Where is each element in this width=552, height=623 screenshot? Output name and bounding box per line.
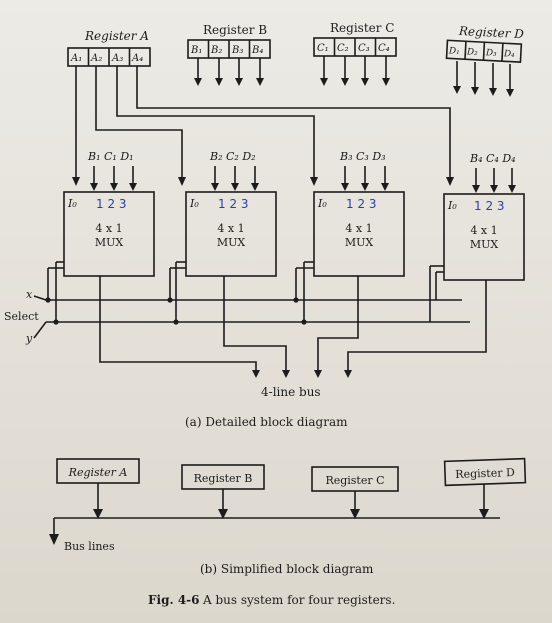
mux-4-name: MUX <box>470 238 499 251</box>
select-x-label: x <box>26 288 33 301</box>
register-c-cell-3: C₃ <box>358 43 370 54</box>
register-b: Register B B₁ B₂ B₃ B₄ <box>187 23 271 59</box>
simplified-register-d: Register D <box>455 466 515 481</box>
mux-2-i0-label: I₀ <box>189 197 199 210</box>
mux-1-handwritten-indices: 1 2 3 <box>96 197 127 211</box>
mux-1-name: MUX <box>95 236 124 249</box>
mux-1-type: 4 x 1 <box>95 222 122 235</box>
mux-3-i0-label: I₀ <box>317 197 327 210</box>
mux-1-i0-label: I₀ <box>67 197 77 210</box>
figure-number: Fig. 4-6 <box>148 593 200 607</box>
register-d-cell-2: D₂ <box>466 47 479 58</box>
mux-4-i0-label: I₀ <box>447 199 457 212</box>
mux-2: B₂ C₂ D₂ I₀ 1 2 3 4 x 1 MUX <box>185 150 277 277</box>
register-output-arrows <box>194 56 514 97</box>
register-b-cell-4: B₄ <box>251 45 263 56</box>
caption-simplified: (b) Simplified block diagram <box>200 562 374 576</box>
four-line-bus-label: 4-line bus <box>261 385 321 399</box>
register-d-cell-4: D₄ <box>503 49 516 60</box>
register-c: Register C C₁ C₂ C₃ C₄ <box>313 21 397 57</box>
mux-2-name: MUX <box>217 236 246 249</box>
mux-3-name: MUX <box>345 236 374 249</box>
mux-1-inputs: B₁ C₁ D₁ <box>87 150 134 163</box>
mux-3-handwritten-indices: 1 2 3 <box>346 197 377 211</box>
register-a-label: Register A <box>84 29 149 43</box>
register-d: Register D D₁ D₂ D₃ D₄ <box>445 24 525 63</box>
register-b-label: Register B <box>203 23 267 37</box>
register-a-cell-2: A₂ <box>90 53 102 64</box>
simplified-register-a: Register A <box>68 466 128 479</box>
mux-4-inputs: B₄ C₄ D₄ <box>469 152 516 165</box>
register-c-cell-1: C₁ <box>317 43 329 54</box>
mux-3: B₃ C₃ D₃ I₀ 1 2 3 4 x 1 MUX <box>313 150 405 277</box>
select-lines: x Select y <box>4 261 470 345</box>
register-c-label: Register C <box>330 21 394 35</box>
bus-lines-label: Bus lines <box>64 540 115 553</box>
mux-2-type: 4 x 1 <box>217 222 244 235</box>
caption-detailed: (a) Detailed block diagram <box>185 415 348 429</box>
simplified-register-c: Register C <box>325 474 384 487</box>
mux-1: B₁ C₁ D₁ I₀ 1 2 3 4 x 1 MUX <box>63 150 155 277</box>
register-d-cell-3: D₃ <box>485 48 498 59</box>
mux-outputs: 4-line bus <box>99 276 487 399</box>
mux-2-inputs: B₂ C₂ D₂ <box>209 150 256 163</box>
register-b-cell-3: B₃ <box>231 45 243 56</box>
simplified-register-b: Register B <box>194 472 253 485</box>
register-a-cell-4: A₄ <box>131 53 143 64</box>
register-b-cell-2: B₂ <box>210 45 222 56</box>
register-d-label: Register D <box>458 24 525 41</box>
mux-4: B₄ C₄ D₄ I₀ 1 2 3 4 x 1 MUX <box>443 152 525 281</box>
select-y-label: y <box>25 332 33 345</box>
register-a-cell-3: A₃ <box>111 53 123 64</box>
figure-title: A bus system for four registers. <box>202 593 395 607</box>
select-label: Select <box>4 310 39 323</box>
simplified-diagram: Register A Register B Register C Registe… <box>49 457 527 553</box>
register-d-cell-1: D₁ <box>448 46 460 57</box>
register-c-cell-4: C₄ <box>378 43 390 54</box>
register-a-cell-1: A₁ <box>70 53 82 64</box>
mux-3-inputs: B₃ C₃ D₃ <box>339 150 386 163</box>
register-c-cell-2: C₂ <box>337 43 349 54</box>
mux-4-type: 4 x 1 <box>470 224 497 237</box>
mux-2-handwritten-indices: 1 2 3 <box>218 197 249 211</box>
mux-i0-arrows <box>72 177 454 186</box>
mux-4-handwritten-indices: 1 2 3 <box>474 199 505 213</box>
register-a-wiring <box>75 66 451 178</box>
register-a: Register A A₁ A₂ A₃ A₄ <box>67 29 151 67</box>
register-b-cell-1: B₁ <box>190 45 202 56</box>
mux-3-type: 4 x 1 <box>345 222 372 235</box>
